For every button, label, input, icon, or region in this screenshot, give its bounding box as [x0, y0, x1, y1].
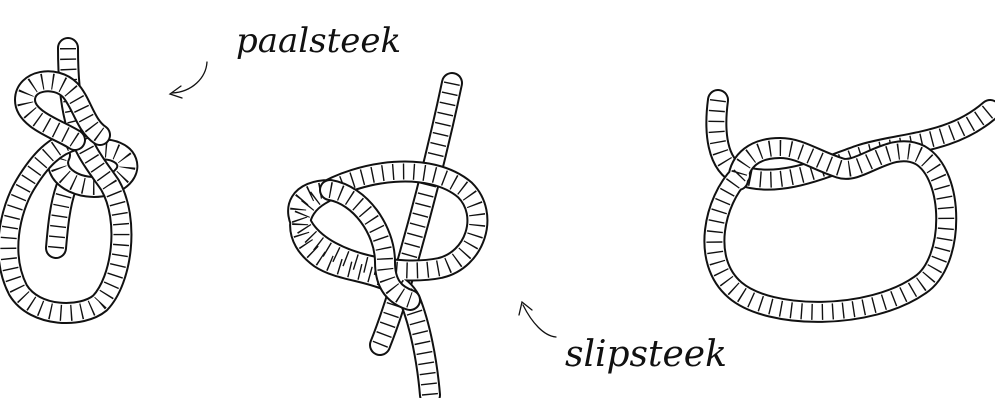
- slipknot-label: slipsteek: [565, 334, 727, 375]
- slipknot: [298, 83, 477, 395]
- overhand-knot: [714, 100, 990, 312]
- bowline-knot: [8, 48, 127, 313]
- rope-strand: [56, 188, 66, 248]
- bowline-label: paalsteek: [236, 21, 401, 61]
- bowline-arrow: [170, 62, 207, 98]
- slipknot-arrow: [519, 302, 556, 337]
